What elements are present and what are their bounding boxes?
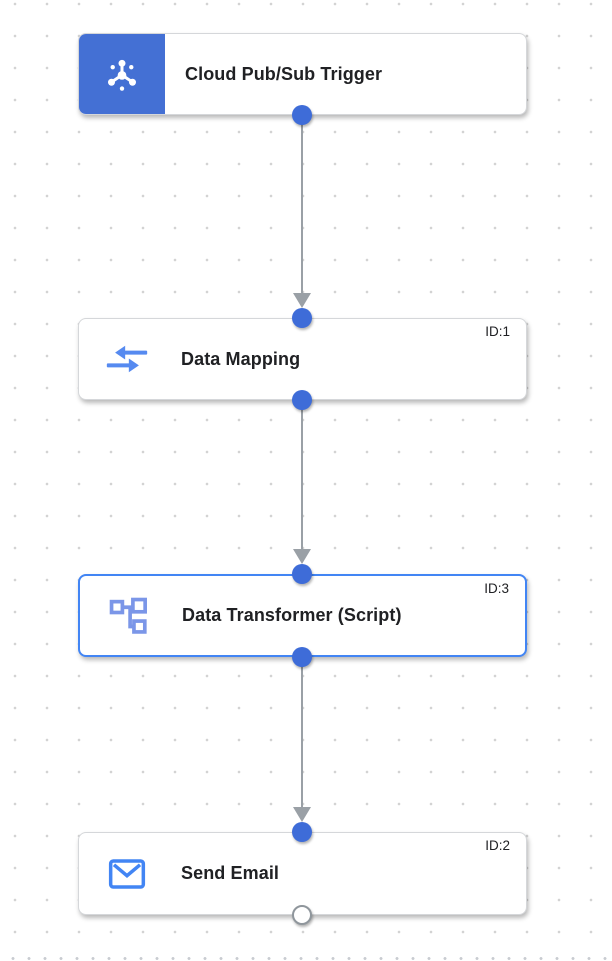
node-title: Cloud Pub/Sub Trigger bbox=[185, 63, 383, 84]
edge-transformer-to-sendemail[interactable] bbox=[301, 657, 303, 807]
port-out-data-mapping[interactable] bbox=[292, 390, 312, 410]
port-in-send-email[interactable] bbox=[292, 822, 312, 842]
edge-arrowhead-icon bbox=[293, 549, 311, 564]
node-send-email[interactable]: ID:2 Send Email bbox=[78, 832, 527, 915]
node-title: Send Email bbox=[181, 863, 280, 883]
node-data-mapping[interactable]: ID:1 Data Mapping bbox=[78, 318, 527, 400]
port-out-data-transformer[interactable] bbox=[292, 647, 312, 667]
trigger-icon-block bbox=[79, 34, 165, 114]
edge-datamapping-to-transformer[interactable] bbox=[301, 400, 303, 549]
port-in-data-transformer[interactable] bbox=[292, 564, 312, 584]
data-mapping-icon bbox=[105, 337, 149, 381]
port-in-data-mapping[interactable] bbox=[292, 308, 312, 328]
data-transformer-icon bbox=[106, 594, 150, 638]
node-title: Data Mapping bbox=[181, 348, 301, 369]
node-id-badge: ID:3 bbox=[484, 581, 509, 596]
edge-arrowhead-icon bbox=[293, 807, 311, 822]
node-id-badge: ID:2 bbox=[485, 838, 510, 853]
node-cloud-pubsub-trigger[interactable]: Cloud Pub/Sub Trigger bbox=[78, 33, 527, 115]
canvas-edge-dots bbox=[0, 955, 612, 961]
edge-trigger-to-datamapping[interactable] bbox=[301, 115, 303, 293]
port-out-send-email-open[interactable] bbox=[292, 905, 312, 925]
node-id-badge: ID:1 bbox=[485, 324, 510, 339]
pubsub-trigger-icon bbox=[108, 59, 136, 91]
node-data-transformer[interactable]: ID:3 Data Transformer (Script) bbox=[78, 574, 527, 657]
edge-arrowhead-icon bbox=[293, 293, 311, 308]
send-email-icon bbox=[105, 852, 149, 896]
node-title: Data Transformer (Script) bbox=[182, 605, 402, 625]
port-out-trigger[interactable] bbox=[292, 105, 312, 125]
